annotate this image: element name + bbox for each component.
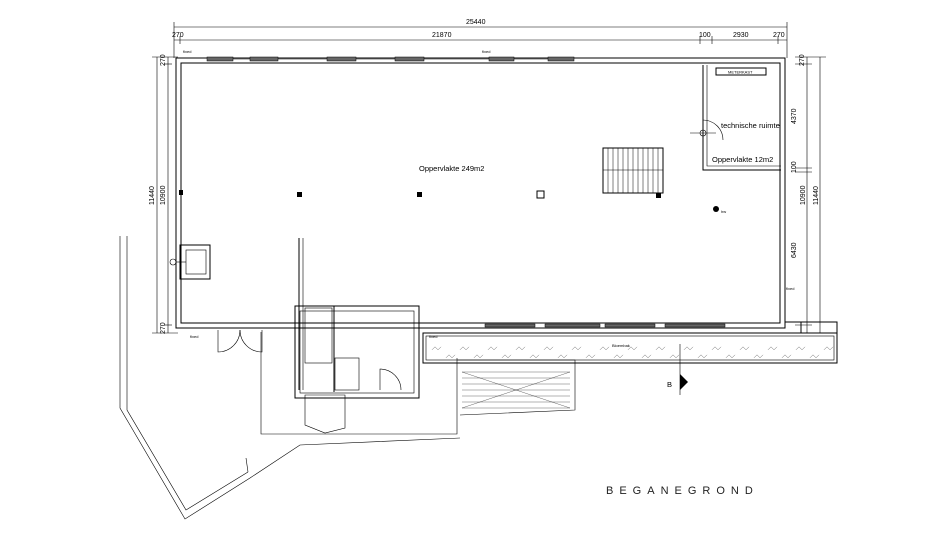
dim-left-inner: 10900 bbox=[160, 185, 167, 205]
dim-right-lower: 6430 bbox=[791, 242, 798, 258]
dim-top-small: 100 bbox=[699, 32, 711, 39]
drain-label: hw bbox=[721, 209, 726, 214]
terrace-outline bbox=[119, 236, 576, 520]
planter-hatch-mark bbox=[795, 346, 806, 351]
dim-top-right: 2930 bbox=[733, 32, 749, 39]
planter-hatch-mark bbox=[599, 346, 610, 351]
planter-hatch-mark bbox=[557, 354, 568, 359]
planter-hatch-mark bbox=[655, 346, 666, 351]
dim-right-upper: 4370 bbox=[791, 108, 798, 124]
planter-label: Bloembak bbox=[612, 343, 630, 348]
planter-hatch-mark bbox=[431, 346, 442, 351]
dim-top-left-margin: 270 bbox=[172, 32, 184, 39]
meter-cupboard-label: METERKAST bbox=[728, 70, 753, 75]
dim-right-top: 270 bbox=[799, 54, 806, 66]
dim-top-total: 25440 bbox=[466, 19, 486, 26]
planter-hatch-mark bbox=[613, 354, 624, 359]
dim-right-inner: 10900 bbox=[800, 185, 807, 205]
dimension-chain-right: 270 4370 100 6430 10900 11440 bbox=[791, 54, 826, 334]
dimension-chain-left: 11440 10900 270 270 bbox=[149, 54, 178, 334]
dim-top-right-margin: 270 bbox=[773, 32, 785, 39]
planter-hatch-mark bbox=[543, 346, 554, 351]
planter-hatch-mark bbox=[627, 346, 638, 351]
planter-hatch-mark bbox=[515, 346, 526, 351]
fixed-label-top-mid: fixed bbox=[482, 49, 490, 54]
main-staircase bbox=[602, 147, 664, 194]
planter-hatch-mark bbox=[529, 354, 540, 359]
columns bbox=[179, 190, 661, 199]
section-marker-b: B bbox=[667, 344, 688, 395]
planter-hatch-mark bbox=[781, 354, 792, 359]
section-marker-label: B bbox=[667, 380, 672, 389]
dim-left-bottom: 270 bbox=[160, 322, 167, 334]
planter-hatch-mark bbox=[641, 354, 652, 359]
planter-hatch-mark bbox=[445, 354, 456, 359]
fixed-label-right: fixed bbox=[786, 286, 794, 291]
dimension-chain-top: 25440 270 21870 100 2930 270 bbox=[172, 19, 788, 58]
planter: Bloembak bbox=[422, 321, 838, 364]
fixed-label-top-left: fixed bbox=[183, 49, 191, 54]
planter-hatch-mark bbox=[725, 354, 736, 359]
planter-hatch-mark bbox=[753, 354, 764, 359]
exterior-walls: fixed fixed fixed fixed fixed bbox=[175, 49, 794, 339]
planter-hatch-mark bbox=[501, 354, 512, 359]
planter-hatch-mark bbox=[767, 346, 778, 351]
technical-room: METERKAST technische ruimte Oppervlakte … bbox=[690, 65, 781, 214]
dim-right-outer: 11440 bbox=[813, 186, 820, 205]
planter-hatch-mark bbox=[669, 354, 680, 359]
front-door bbox=[215, 327, 265, 353]
entrance-wing bbox=[294, 238, 420, 434]
planter-hatch-mark bbox=[459, 346, 470, 351]
planter-hatch-mark bbox=[487, 346, 498, 351]
dim-left-outer: 11440 bbox=[149, 186, 156, 205]
drawing-title: BEGANEGROND bbox=[606, 485, 759, 497]
planter-hatch-mark bbox=[683, 346, 694, 351]
planter-hatch-mark bbox=[809, 354, 820, 359]
planter-hatch-mark bbox=[739, 346, 750, 351]
planter-hatch-mark bbox=[473, 354, 484, 359]
planter-hatch-mark bbox=[711, 346, 722, 351]
dim-top-main: 21870 bbox=[432, 32, 452, 39]
planter-hatch-mark bbox=[697, 354, 708, 359]
fixed-label-bottom-left: fixed bbox=[190, 334, 198, 339]
dim-left-top: 270 bbox=[160, 54, 167, 66]
drawing-line bbox=[461, 371, 571, 409]
fixed-label-bottom-right: fixed bbox=[429, 334, 437, 339]
ramp-hatch bbox=[461, 371, 571, 409]
planter-hatch-mark bbox=[585, 354, 596, 359]
planter-hatch-mark bbox=[823, 346, 834, 351]
planter-hatch-mark bbox=[571, 346, 582, 351]
left-wall-bay bbox=[169, 244, 211, 280]
technical-area-label: Oppervlakte 12m2 bbox=[712, 155, 773, 164]
technical-room-label: technische ruimte bbox=[721, 121, 780, 130]
main-area-label: Oppervlakte 249m2 bbox=[419, 164, 484, 173]
dim-right-mid: 100 bbox=[791, 161, 798, 173]
